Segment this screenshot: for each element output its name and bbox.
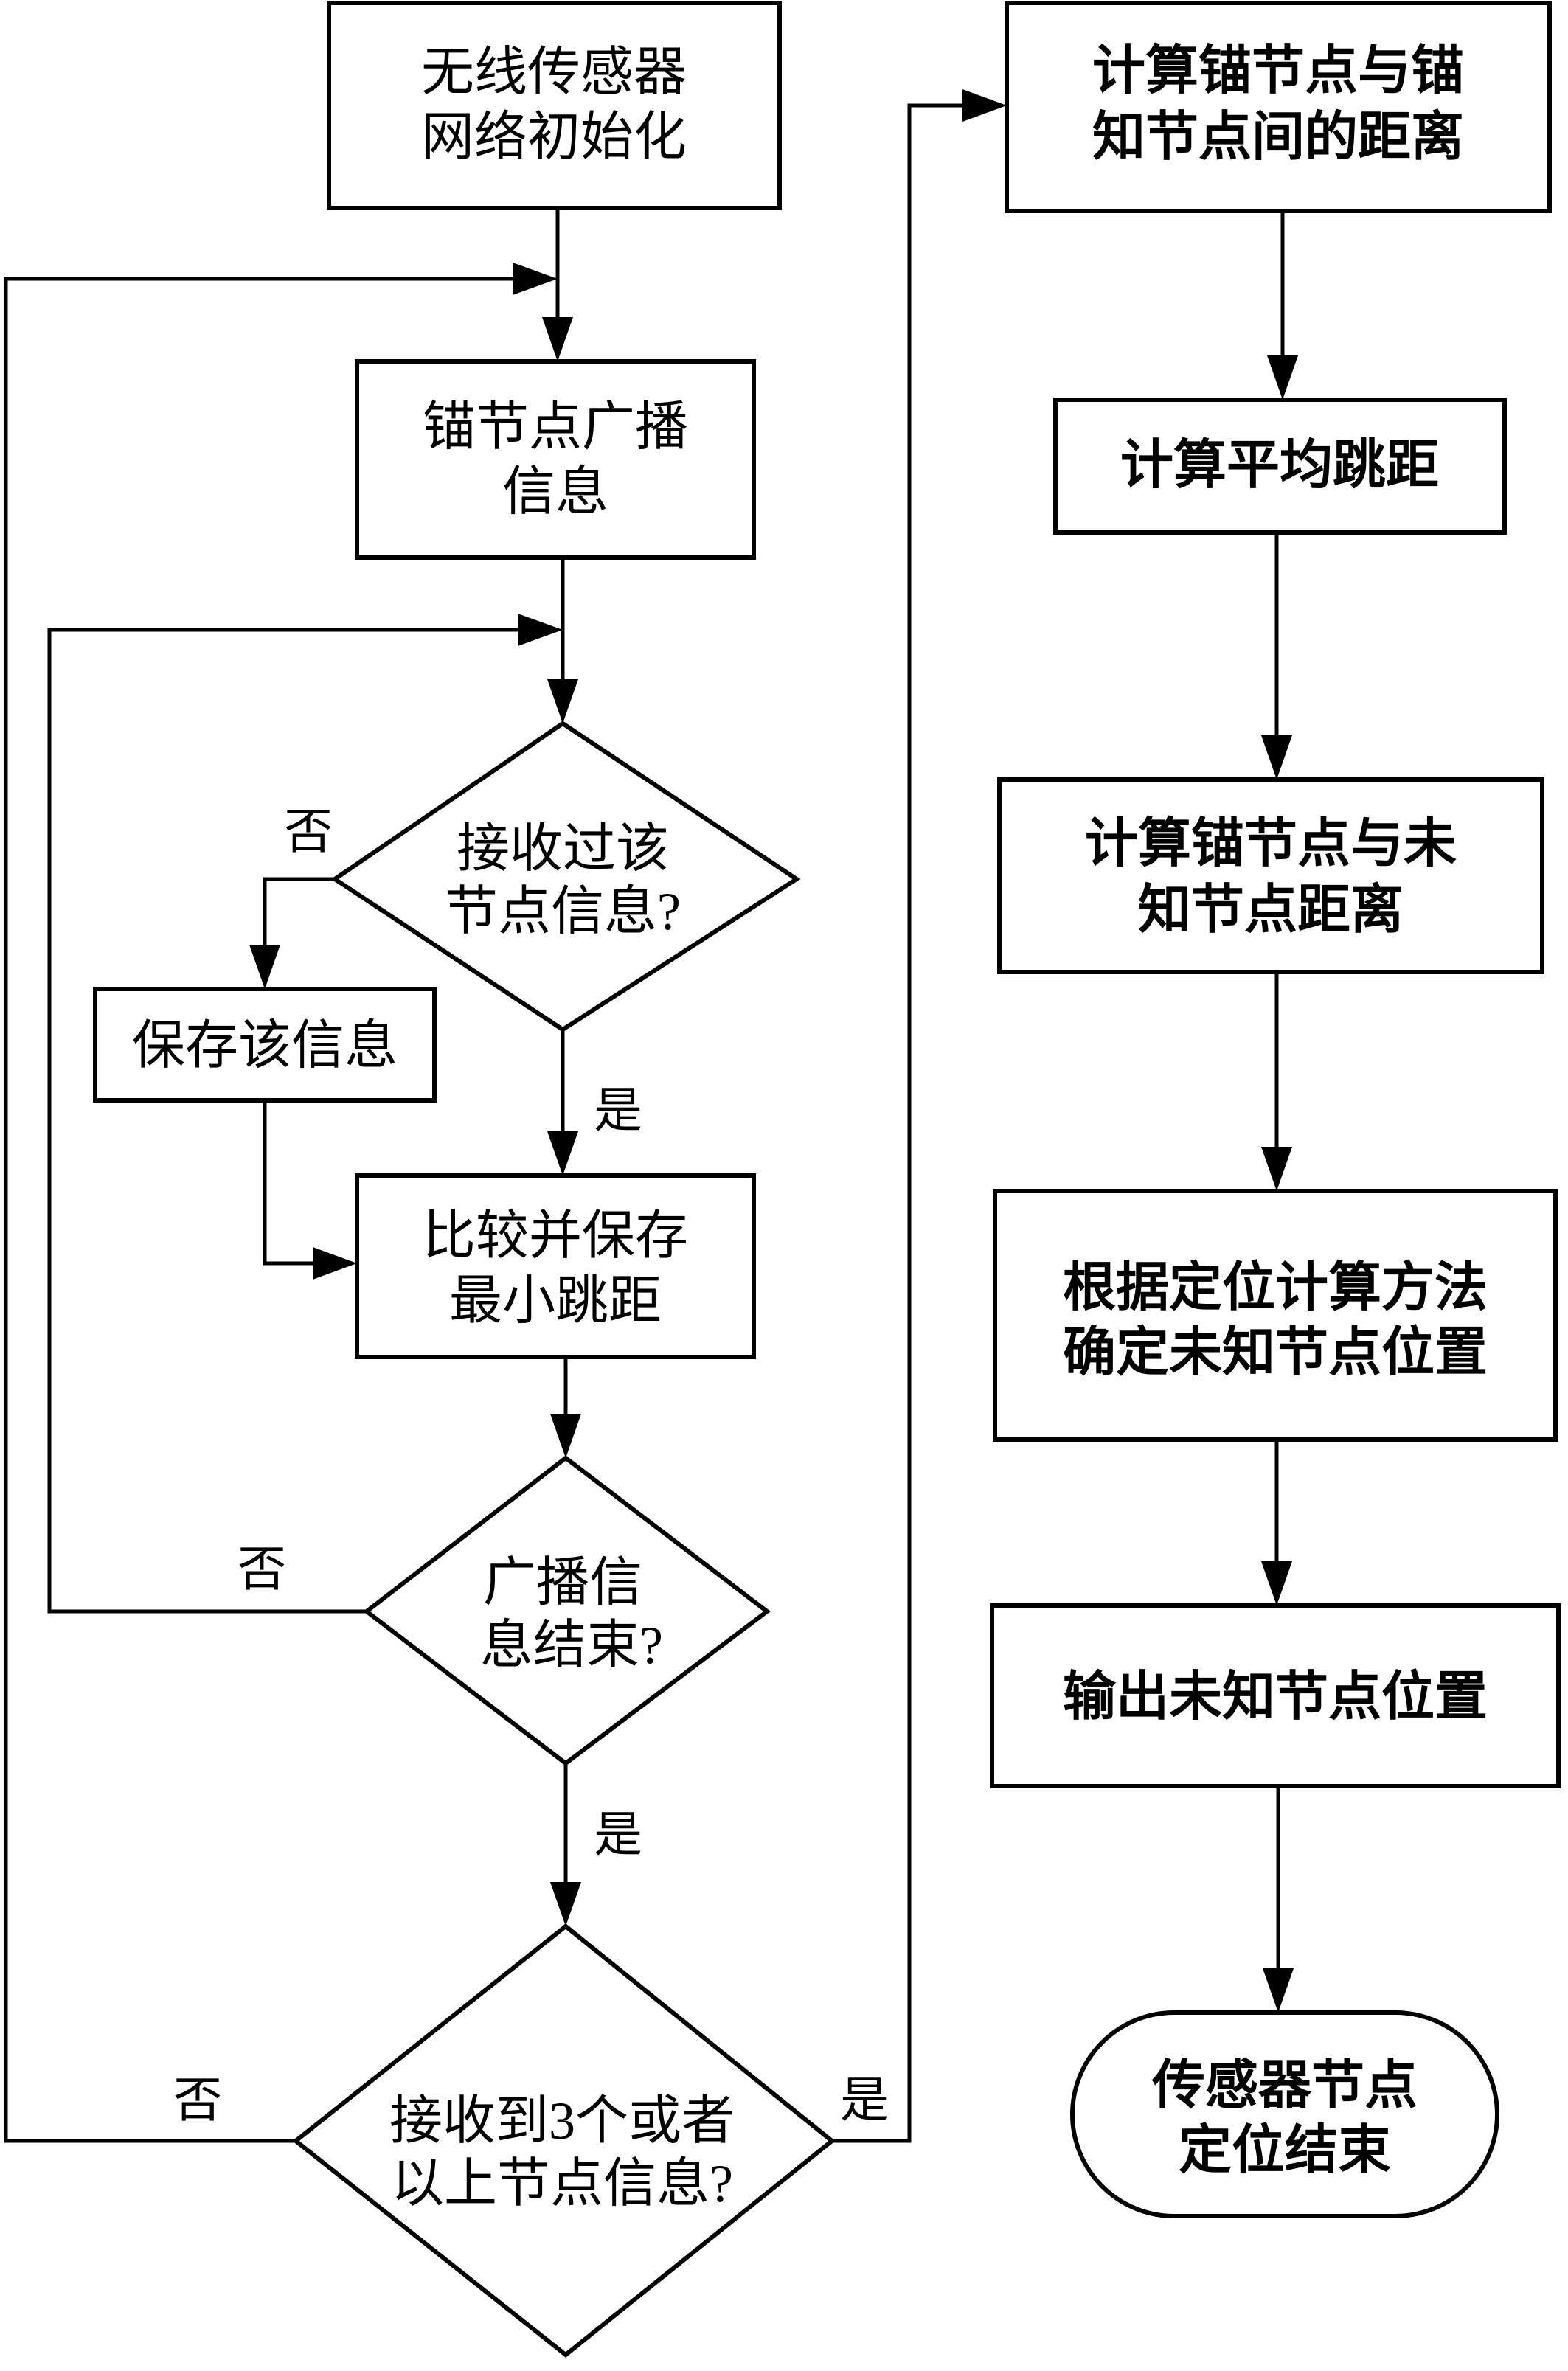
edge-received-before-no: 否 <box>249 805 335 989</box>
edge-save-to-compare <box>263 1100 357 1280</box>
node-save-info: 保存该信息 <box>93 987 437 1103</box>
node-save-info-line1: 保存该信息 <box>132 1016 398 1075</box>
edge-avg-hop-to-unknown-distance <box>1261 532 1292 780</box>
node-calc-unknown-distance: 计算锚节点与未 知节点距离 <box>997 777 1544 974</box>
edge-received-three-yes: 是 <box>832 89 1007 2143</box>
node-broadcast: 锚节点广播 信息 <box>355 359 756 560</box>
branch-label-yes-1: 是 <box>594 1084 642 1138</box>
node-output-position-line1: 输出未知节点位置 <box>1063 1667 1488 1726</box>
node-end-line2: 定位结束 <box>1179 2121 1391 2180</box>
node-init: 无线传感器 网络初始化 <box>327 1 782 210</box>
node-broadcast-end: 广播信 息结束? <box>363 1455 771 1766</box>
edge-received-before-yes: 是 <box>547 1030 642 1176</box>
node-calc-anchor-distance-line1: 计算锚节点与锚 <box>1092 41 1464 100</box>
node-broadcast-end-line1: 广播信 <box>483 1553 642 1612</box>
node-init-line1: 无线传感器 <box>421 43 687 102</box>
node-broadcast-line2: 信息 <box>502 462 608 521</box>
node-determine-position: 根据定位计算方法 确定未知节点位置 <box>993 1189 1558 1442</box>
node-calc-avg-hop-line1: 计算平均跳距 <box>1120 436 1439 495</box>
node-output-position: 输出未知节点位置 <box>990 1603 1561 1788</box>
node-broadcast-line1: 锚节点广播 <box>423 398 688 457</box>
node-compare-save: 比较并保存 最小跳距 <box>355 1173 756 1359</box>
branch-label-no-1: 否 <box>284 805 333 859</box>
node-end: 传感器节点 定位结束 <box>1070 2010 1499 2218</box>
edge-broadcast-end-no-loop <box>47 614 563 1614</box>
node-calc-unknown-distance-line2: 知节点距离 <box>1138 881 1404 940</box>
branch-label-no-2: 否 <box>237 1543 286 1597</box>
edge-unknown-distance-to-determine <box>1261 972 1292 1191</box>
node-received-before-line2: 节点信息? <box>445 882 681 941</box>
node-compare-save-line2: 最小跳距 <box>449 1271 662 1330</box>
node-init-line2: 网络初始化 <box>421 108 687 167</box>
node-calc-avg-hop: 计算平均跳距 <box>1053 398 1507 535</box>
node-end-line1: 传感器节点 <box>1151 2056 1418 2115</box>
edge-received-three-no-loop <box>4 263 558 2143</box>
node-received-before: 接收过该 节点信息? <box>330 721 801 1032</box>
edge-determine-to-output <box>1261 1440 1292 1605</box>
node-received-before-line1: 接收过该 <box>457 819 669 878</box>
branch-label-yes-2: 是 <box>594 1808 642 1862</box>
node-determine-position-line1: 根据定位计算方法 <box>1063 1258 1488 1317</box>
node-received-three: 接收到3个或者 以上节点信息? <box>292 1923 836 2358</box>
node-calc-unknown-distance-line1: 计算锚节点与未 <box>1085 814 1457 873</box>
node-calc-anchor-distance: 计算锚节点与锚 知节点间的距离 <box>1005 1 1552 213</box>
edge-broadcast-end-yes: 是 <box>550 1763 642 1926</box>
edge-output-to-end <box>1263 1786 1294 2013</box>
node-broadcast-end-line2: 息结束? <box>480 1616 663 1675</box>
edge-anchor-distance-to-avg-hop <box>1267 211 1298 400</box>
edge-broadcast-to-received-before <box>547 558 578 723</box>
edge-compare-to-broadcast-end <box>550 1357 581 1458</box>
branch-label-no-3: 否 <box>173 2074 222 2128</box>
node-received-three-line1: 接收到3个或者 <box>389 2091 735 2150</box>
edge-init-to-broadcast <box>542 208 573 361</box>
node-received-three-line2: 以上节点信息? <box>391 2154 733 2213</box>
node-compare-save-line1: 比较并保存 <box>423 1207 688 1266</box>
branch-label-yes-3: 是 <box>840 2074 889 2128</box>
node-determine-position-line2: 确定未知节点位置 <box>1063 1323 1488 1382</box>
node-calc-anchor-distance-line2: 知节点间的距离 <box>1092 108 1464 167</box>
